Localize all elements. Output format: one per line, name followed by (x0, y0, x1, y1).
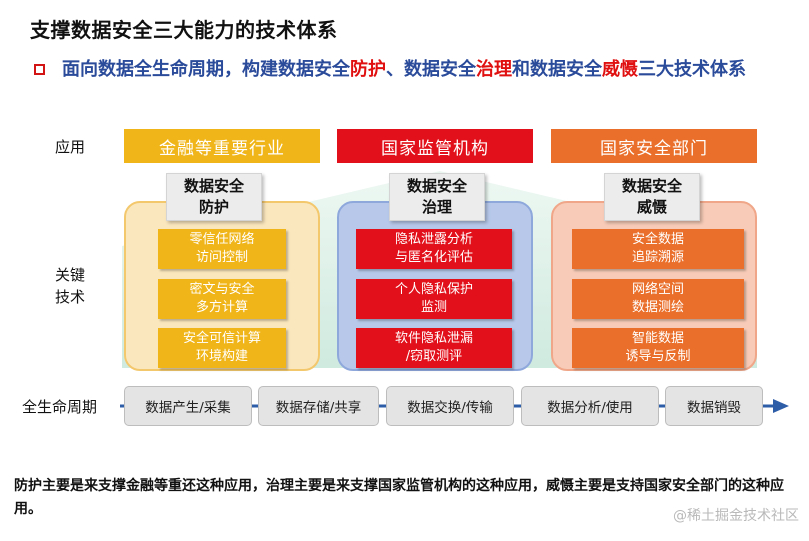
lifecycle-stage: 数据产生/采集 (124, 386, 252, 426)
tech-item: 个人隐私保护 监测 (356, 279, 512, 319)
tech-item: 智能数据 诱导与反制 (572, 328, 744, 368)
tech-item: 零信任网络 访问控制 (158, 229, 286, 269)
lifecycle-stage: 数据存储/共享 (258, 386, 379, 426)
capability-protection-title: 数据安全 防护 (166, 173, 262, 221)
tech-item: 网络空间 数据测绘 (572, 279, 744, 319)
caption-text: 防护主要是来支撑金融等重还这种应用，治理主要是来支撑国家监管机构的这种应用，威慑… (14, 478, 784, 517)
subtitle: 面向数据全生命周期，构建数据安全防护、数据安全治理和数据安全威慑三大技术体系 (62, 54, 792, 86)
row-label-lifecycle: 全生命周期 (22, 398, 98, 416)
tech-item: 隐私泄露分析 与匿名化评估 (356, 229, 512, 269)
subtitle-text-4: 三大技术体系 (638, 59, 746, 80)
subtitle-text-2: 、数据安全 (386, 59, 476, 80)
subtitle-highlight-governance: 治理 (476, 59, 512, 80)
watermark: @稀土掘金技术社区 (673, 508, 799, 524)
row-label-application: 应用 (55, 138, 86, 156)
tech-item: 安全可信计算 环境构建 (158, 328, 286, 368)
application-finance: 金融等重要行业 (124, 129, 320, 163)
row-label-key-tech: 关键 技术 (55, 266, 86, 306)
subtitle-highlight-deterrence: 威慑 (602, 59, 638, 80)
lifecycle-stage: 数据销毁 (665, 386, 763, 426)
capability-deterrence-title: 数据安全 威慑 (604, 173, 700, 221)
lifecycle-stage: 数据交换/传输 (386, 386, 514, 426)
subtitle-text-1: 面向数据全生命周期，构建数据安全 (62, 59, 350, 80)
lifecycle-stage: 数据分析/使用 (521, 386, 659, 426)
application-regulators: 国家监管机构 (337, 129, 533, 163)
page-title: 支撑数据安全三大能力的技术体系 (30, 18, 338, 42)
tech-item: 密文与安全 多方计算 (158, 279, 286, 319)
application-security-dept: 国家安全部门 (551, 129, 757, 163)
subtitle-highlight-protection: 防护 (350, 59, 386, 80)
capability-governance-title: 数据安全 治理 (389, 173, 485, 221)
lifecycle-arrow-head (773, 399, 789, 413)
tech-item: 软件隐私泄漏 /窃取测评 (356, 328, 512, 368)
subtitle-text-3: 和数据安全 (512, 59, 602, 80)
tech-item: 安全数据 追踪溯源 (572, 229, 744, 269)
square-bullet-icon (34, 64, 45, 75)
